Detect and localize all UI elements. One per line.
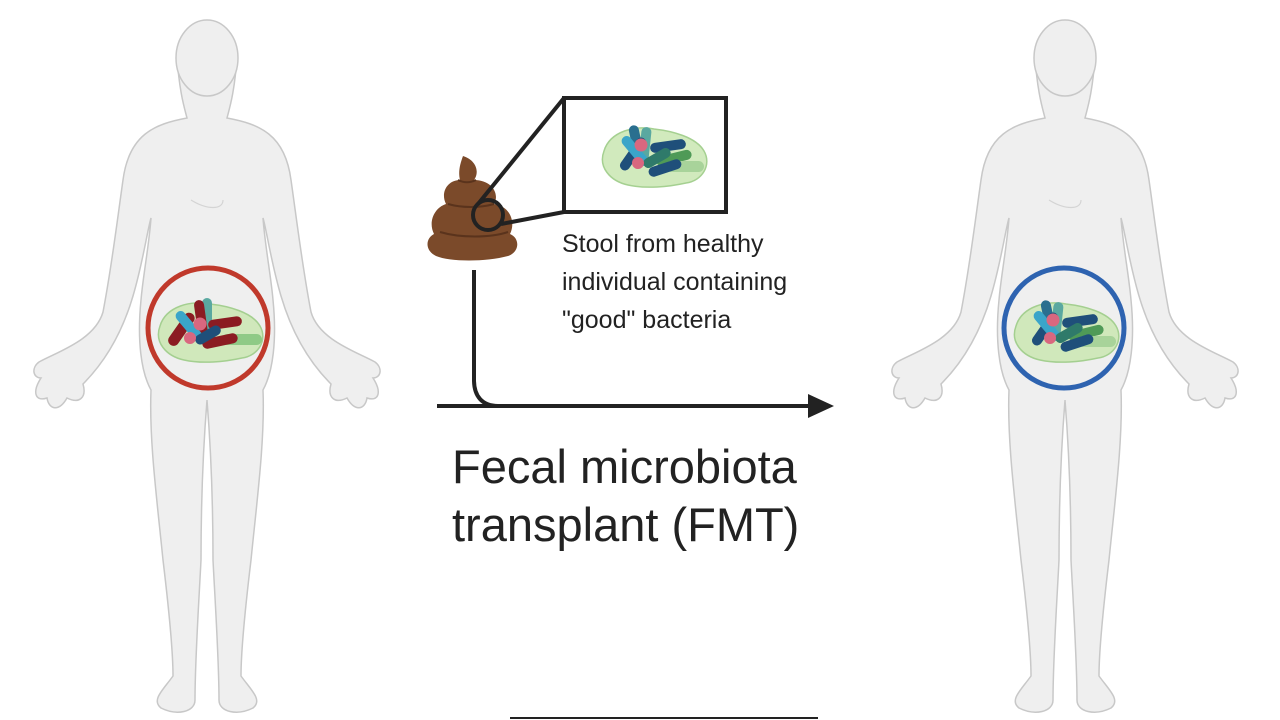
arrow-head-icon xyxy=(808,394,834,418)
stool-zoom-lens xyxy=(471,198,505,232)
stool-caption-line-2: individual containing xyxy=(562,268,788,296)
right-human-figure-icon xyxy=(891,19,1239,713)
zoom-line-upper xyxy=(476,96,566,206)
healthy-gut-circle xyxy=(1001,265,1127,391)
stool-icon xyxy=(427,156,518,261)
procedure-label-line-2: transplant (FMT) xyxy=(452,498,800,551)
stool-caption-line-3: "good" bacteria xyxy=(562,306,732,334)
stool-caption-line-1: Stool from healthy xyxy=(562,230,764,258)
stool-caption: Stool from healthy individual containing… xyxy=(562,225,787,339)
procedure-label: Fecal microbiota transplant (FMT) xyxy=(452,438,799,554)
zoom-line-lower xyxy=(500,210,565,226)
procedure-label-line-1: Fecal microbiota xyxy=(452,440,797,493)
left-human-figure-icon xyxy=(33,19,381,713)
dysbiosis-gut-circle xyxy=(145,265,271,391)
